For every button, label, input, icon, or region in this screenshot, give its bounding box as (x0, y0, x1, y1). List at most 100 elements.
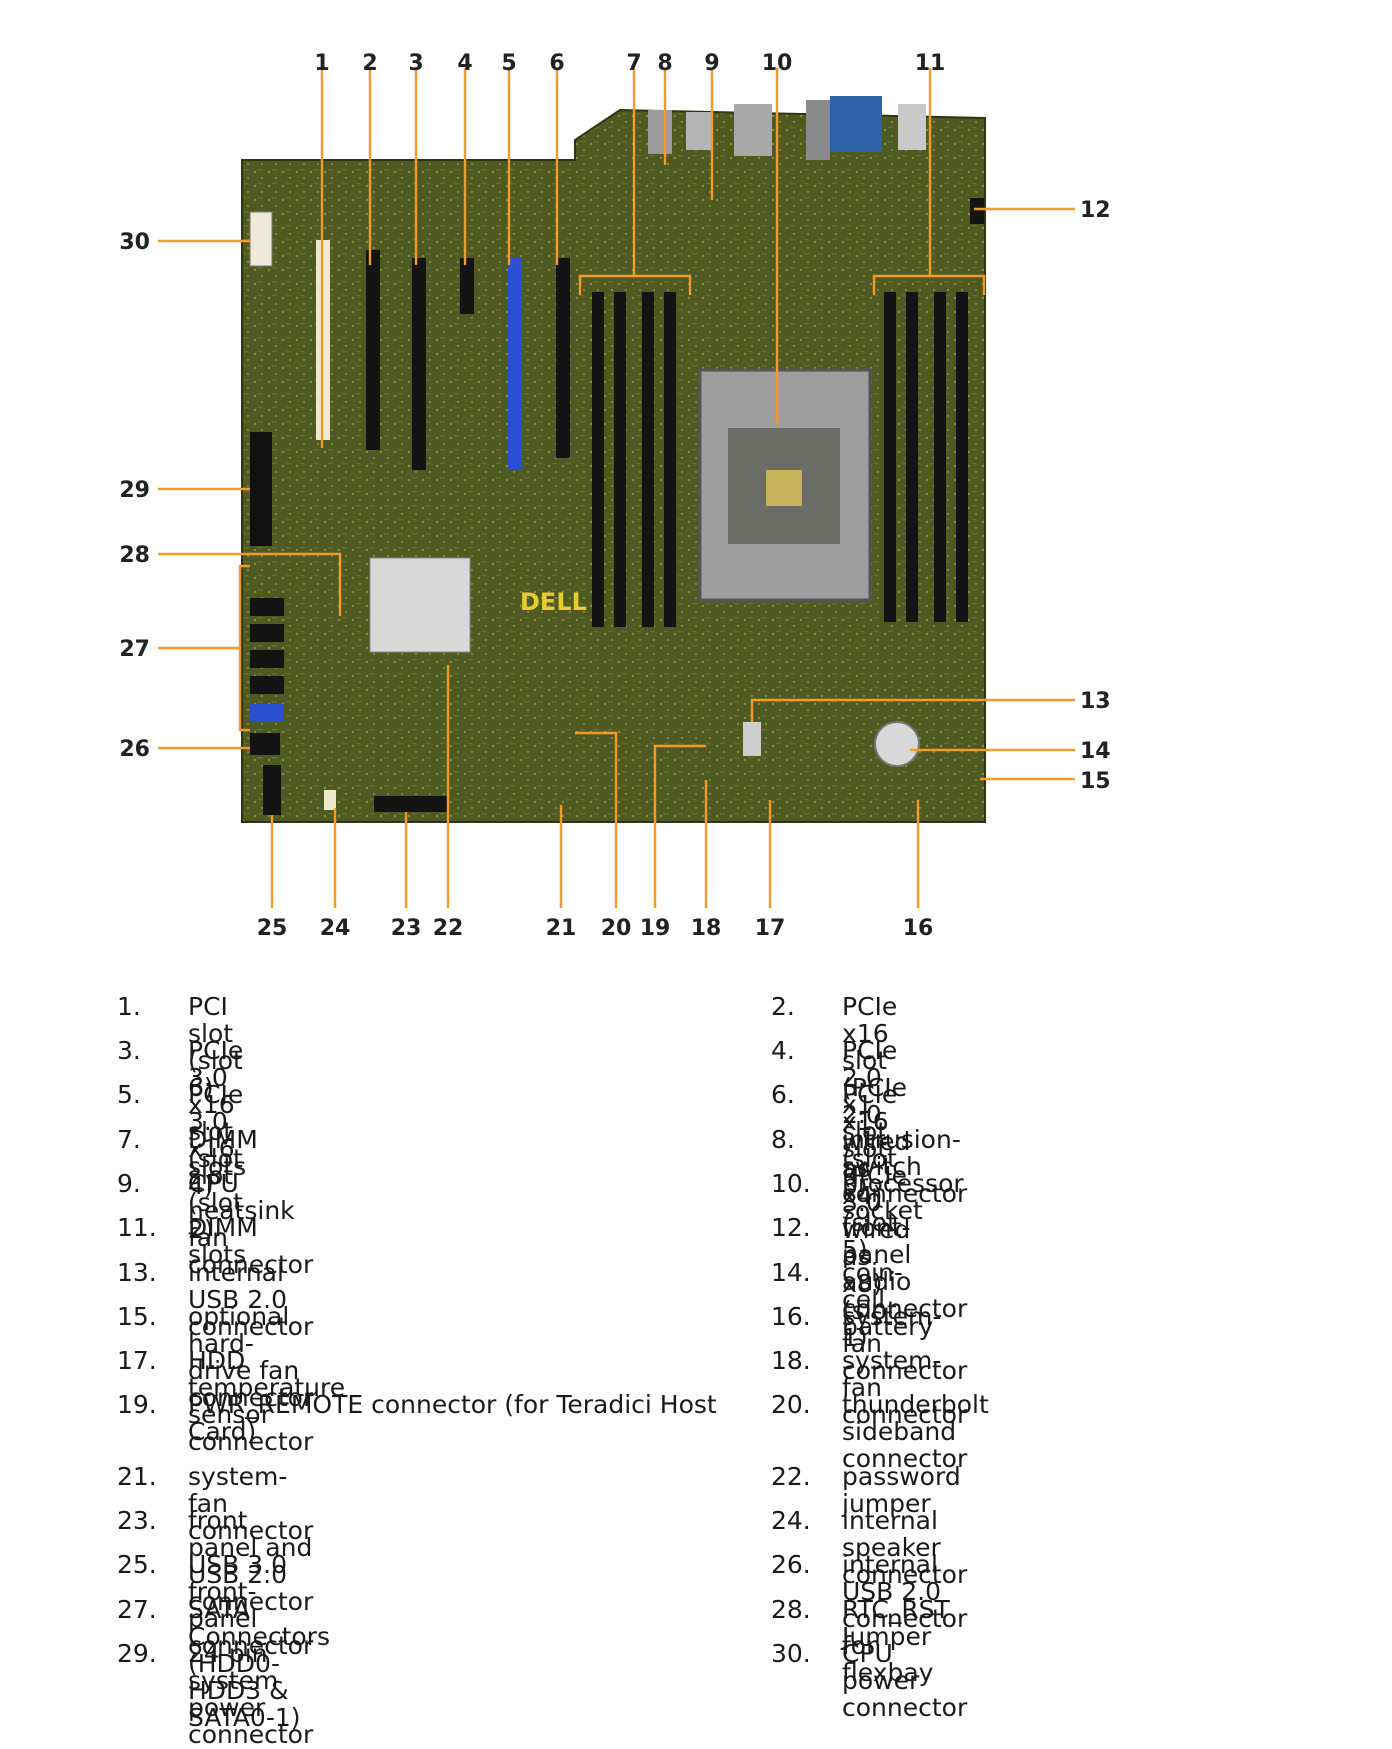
callout-12: 12 (1080, 198, 1111, 223)
legend-number: 26. (771, 1550, 811, 1579)
callout-27: 27 (119, 637, 150, 662)
callout-19: 19 (640, 916, 671, 941)
callout-18: 18 (691, 916, 722, 941)
callout-1: 1 (314, 51, 329, 76)
legend-number: 30. (771, 1639, 811, 1668)
callout-5: 5 (501, 51, 516, 76)
legend-number: 5. (117, 1080, 141, 1109)
pcie-slot-1 (556, 258, 570, 458)
legend-text: system-fan connector (188, 1462, 314, 1545)
legend-text: thunderbolt sideband connector (842, 1390, 989, 1473)
callout-25: 25 (257, 916, 288, 941)
legend-text: internal speaker connector (842, 1506, 968, 1589)
legend-text: processor socket (842, 1169, 964, 1225)
legend-number: 20. (771, 1390, 811, 1419)
legend-number: 21. (117, 1462, 157, 1491)
pcie-slot-2 (508, 258, 522, 470)
motherboard-diagram: DELL (119, 51, 1110, 941)
motherboard-pcb (241, 108, 986, 823)
callout-20: 20 (601, 916, 632, 941)
callout-3: 3 (408, 51, 423, 76)
legend-number: 25. (117, 1550, 157, 1579)
callout-23: 23 (391, 916, 422, 941)
legend-text: PCIe x16 slot (PCIe 2.0 wired as x4) (sl… (842, 992, 911, 1264)
coin-cell-battery (874, 721, 920, 767)
legend-text: PCIe 3.0 x16 slot (slot 2) (188, 1080, 244, 1244)
cpu-power-connector (249, 211, 273, 267)
callout-13: 13 (1080, 689, 1111, 714)
legend-number: 10. (771, 1169, 811, 1198)
callout-17: 17 (755, 916, 786, 941)
legend-text: USB 3.0 front-panel connector (188, 1550, 314, 1660)
pcie-slot-4 (412, 258, 426, 470)
usb3-front-panel-connector (263, 765, 281, 815)
legend-text: PCIe 2.0 x1 slot (slot 3) (842, 1036, 898, 1200)
legend-text: system-fan connector (842, 1302, 968, 1385)
legend-text: PCIe 3.0 x16 slot (slot 4) (188, 1036, 244, 1200)
legend-number: 9. (117, 1169, 141, 1198)
callout-21: 21 (546, 916, 577, 941)
callout-14: 14 (1080, 739, 1111, 764)
legend-number: 3. (117, 1036, 141, 1065)
callout-2: 2 (362, 51, 377, 76)
callout-22: 22 (433, 916, 464, 941)
legend-number: 19. (117, 1390, 157, 1419)
legend-text: intrusion-switch connector (842, 1125, 968, 1208)
legend-number: 16. (771, 1302, 811, 1331)
legend-text: optional hard-drive fan connector (188, 1302, 314, 1412)
callout-numbers: 1 2 3 4 5 6 7 8 9 10 11 12 13 14 15 16 1… (119, 51, 1110, 941)
legend-number: 7. (117, 1125, 141, 1154)
legend-number: 28. (771, 1595, 811, 1624)
callout-8: 8 (657, 51, 672, 76)
callout-10: 10 (762, 51, 793, 76)
processor-socket (698, 368, 872, 602)
callout-26: 26 (119, 737, 150, 762)
legend-number: 23. (117, 1506, 157, 1535)
internal-speaker-connector (324, 790, 336, 810)
legend-number: 6. (771, 1080, 795, 1109)
legend-number: 15. (117, 1302, 157, 1331)
legend-text: 24-pin system power connector (188, 1639, 314, 1749)
legend-text: DIMM slots (188, 1125, 258, 1181)
legend-text: PCIe x16 slot (PCIe 3.0 wired as x8) (sl… (842, 1080, 911, 1352)
legend-number: 4. (771, 1036, 795, 1065)
callout-30: 30 (119, 230, 150, 255)
legend-number: 18. (771, 1346, 811, 1375)
callout-4: 4 (457, 51, 472, 76)
legend-number: 17. (117, 1346, 157, 1375)
dimm-slots-left (592, 292, 676, 627)
pcie-slot-3 (460, 258, 474, 314)
legend-number: 27. (117, 1595, 157, 1624)
system-power-connector (250, 432, 272, 546)
legend-text: DIMM slots (188, 1213, 258, 1269)
legend-text: front panel and USB 2.0 connector (188, 1506, 314, 1616)
legend-number: 8. (771, 1125, 795, 1154)
callout-7: 7 (626, 51, 641, 76)
legend-number: 29. (117, 1639, 157, 1668)
dimm-slots-right (884, 292, 968, 622)
pcie-slot-5 (366, 250, 380, 450)
rear-io-ports (648, 96, 926, 160)
callout-16: 16 (903, 916, 934, 941)
legend-text: CPU power connector (842, 1639, 968, 1722)
legend-number: 2. (771, 992, 795, 1021)
front-panel-audio-connector (970, 198, 984, 224)
callout-11: 11 (915, 51, 946, 76)
legend-text: HDD temperature sensor connector (188, 1346, 346, 1456)
internal-usb-flexbay-connector (250, 733, 280, 755)
legend-text: coin-cell battery (842, 1258, 934, 1341)
legend-text: PCI slot (slot 6) (188, 992, 243, 1102)
leader-lines (158, 68, 1075, 908)
legend-text: password jumper (842, 1462, 961, 1518)
legend-number: 12. (771, 1213, 811, 1242)
legend-number: 22. (771, 1462, 811, 1491)
callout-28: 28 (119, 543, 150, 568)
board-logo: DELL (520, 588, 587, 616)
front-panel-usb-connector (374, 796, 448, 812)
legend-number: 13. (117, 1258, 157, 1287)
internal-usb-connector (743, 722, 761, 756)
callout-15: 15 (1080, 769, 1111, 794)
legend-text: PWR_REMOTE connector (for Teradici Host … (188, 1390, 717, 1446)
legend-number: 14. (771, 1258, 811, 1287)
legend-number: 1. (117, 992, 141, 1021)
